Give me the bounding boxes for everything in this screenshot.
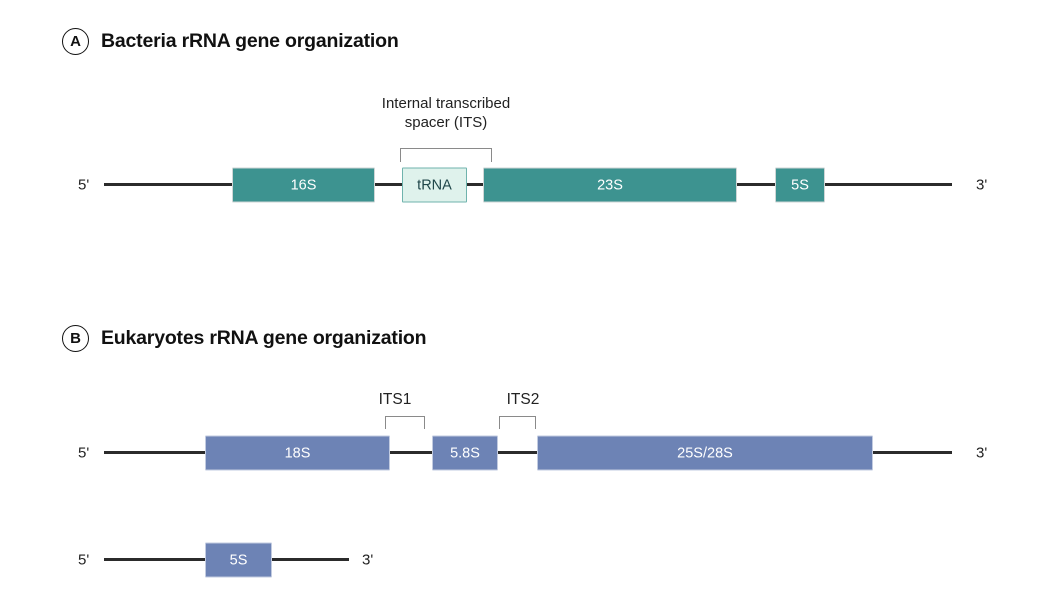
gene-box-trna[interactable]: tRNA	[402, 167, 467, 203]
eukaryote-three-prime-label: 3'	[976, 444, 988, 462]
eukaryote-backbone-line	[104, 451, 952, 454]
its2-bracket-label: ITS2	[506, 391, 540, 408]
its-bracket	[400, 148, 492, 162]
gene-box-25s-28s[interactable]: 25S/28S	[537, 435, 873, 471]
gene-box-23s-label: 23S	[597, 177, 623, 193]
eukaryote-five-prime-label: 5'	[78, 444, 90, 462]
panel-b-badge: B	[62, 325, 89, 352]
panel-a-badge: A	[62, 28, 89, 55]
gene-box-16s-label: 16S	[290, 177, 317, 193]
bacteria-five-prime-label: 5'	[78, 176, 90, 194]
its2-bracket	[499, 416, 536, 429]
gene-box-5s-bacteria[interactable]: 5S	[775, 167, 825, 203]
gene-box-25s-28s-label: 25S/28S	[677, 445, 733, 461]
gene-box-18s-label: 18S	[284, 445, 311, 461]
gene-box-23s[interactable]: 23S	[483, 167, 737, 203]
gene-box-trna-label: tRNA	[417, 177, 452, 193]
panel-a-title: Bacteria rRNA gene organization	[101, 30, 399, 52]
panel-b-title: Eukaryotes rRNA gene organization	[101, 327, 427, 349]
gene-box-5s-eukaryote-label: 5S	[229, 552, 248, 568]
gene-box-18s[interactable]: 18S	[205, 435, 390, 471]
gene-box-16s[interactable]: 16S	[232, 167, 375, 203]
gene-box-5s-bacteria-label: 5S	[791, 177, 809, 193]
eukaryote-5s-five-prime-label: 5'	[78, 551, 90, 569]
its1-bracket	[385, 416, 425, 429]
gene-box-5s-eukaryote[interactable]: 5S	[205, 542, 272, 578]
gene-box-5-8s-label: 5.8S	[450, 445, 480, 461]
panel-a-heading: A Bacteria rRNA gene organization	[62, 28, 399, 55]
gene-box-5-8s[interactable]: 5.8S	[432, 435, 498, 471]
bacteria-three-prime-label: 3'	[976, 176, 988, 194]
eukaryote-5s-three-prime-label: 3'	[362, 551, 374, 569]
its-bracket-label: Internal transcribed spacer (ITS)	[381, 95, 511, 131]
panel-b-heading: B Eukaryotes rRNA gene organization	[62, 325, 427, 352]
its1-bracket-label: ITS1	[378, 391, 412, 408]
